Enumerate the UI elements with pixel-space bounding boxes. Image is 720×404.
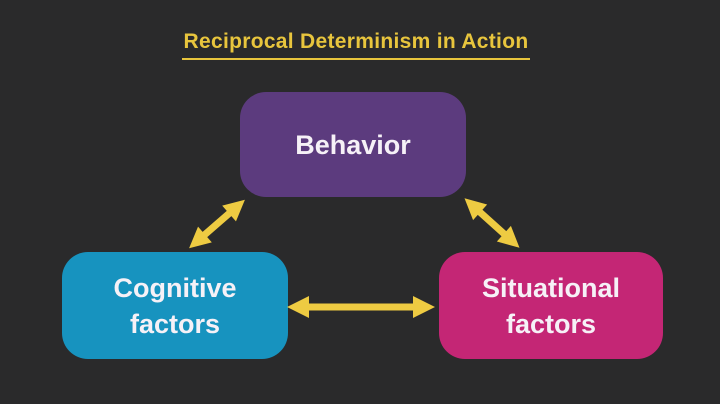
double-arrow-cognitive-situational-icon (287, 296, 435, 318)
node-behavior: Behavior (240, 92, 466, 197)
node-cognitive-factors: Cognitive factors (62, 252, 288, 359)
node-behavior-label: Behavior (295, 129, 411, 160)
double-arrow-behavior-cognitive-icon (189, 199, 245, 249)
title-container: Reciprocal Determinism in Action (0, 30, 712, 60)
node-cognitive-factors-label: Cognitive factors (113, 272, 237, 339)
diagram-title: Reciprocal Determinism in Action (181, 30, 531, 60)
double-arrow-behavior-situational-icon (464, 198, 520, 248)
node-situational-factors: Situational factors (439, 252, 663, 359)
node-situational-factors-label: Situational factors (481, 272, 620, 339)
